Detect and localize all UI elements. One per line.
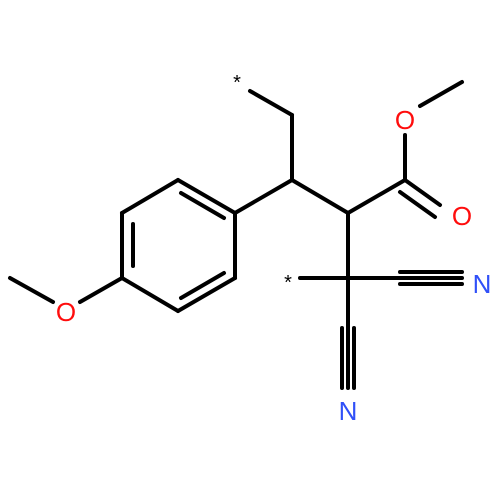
dinitrile-group: [298, 270, 464, 390]
ring-bond: [120, 276, 180, 313]
ring-bond: [120, 178, 180, 215]
benzene-ring: [120, 178, 237, 313]
attachment-point-top-label: *: [233, 72, 241, 94]
bond-ch-ester-carbon: [346, 178, 407, 215]
bond-ring-ch: [233, 178, 294, 215]
ring-bond: [176, 276, 237, 313]
ring-bond: [176, 178, 237, 215]
bond-carbonyl: [403, 178, 442, 207]
bond-oxygen-methyl: [8, 276, 55, 304]
attachment-point-mid-label: *: [284, 272, 292, 294]
methoxy-group: [8, 276, 124, 304]
oxygen-carbonyl-label: O: [452, 201, 472, 231]
ring-double-bond: [179, 271, 226, 300]
bond-carbonyl-second: [398, 190, 437, 219]
bond-oxygen-methyl: [418, 80, 464, 108]
nitrogen-nitrile-bottom-label: N: [339, 396, 358, 426]
oxygen-ester-label: O: [395, 105, 415, 135]
ester-group: [398, 80, 464, 219]
ring-double-bond: [179, 191, 226, 220]
bond-ch-ch: [290, 178, 350, 215]
nitrogen-nitrile-right-label: N: [473, 269, 492, 299]
oxygen-methoxy-label: O: [56, 297, 76, 327]
main-chain: [233, 89, 407, 280]
bond-ch2-attachment: [248, 89, 294, 117]
bond-ring-oxygen: [78, 276, 124, 304]
